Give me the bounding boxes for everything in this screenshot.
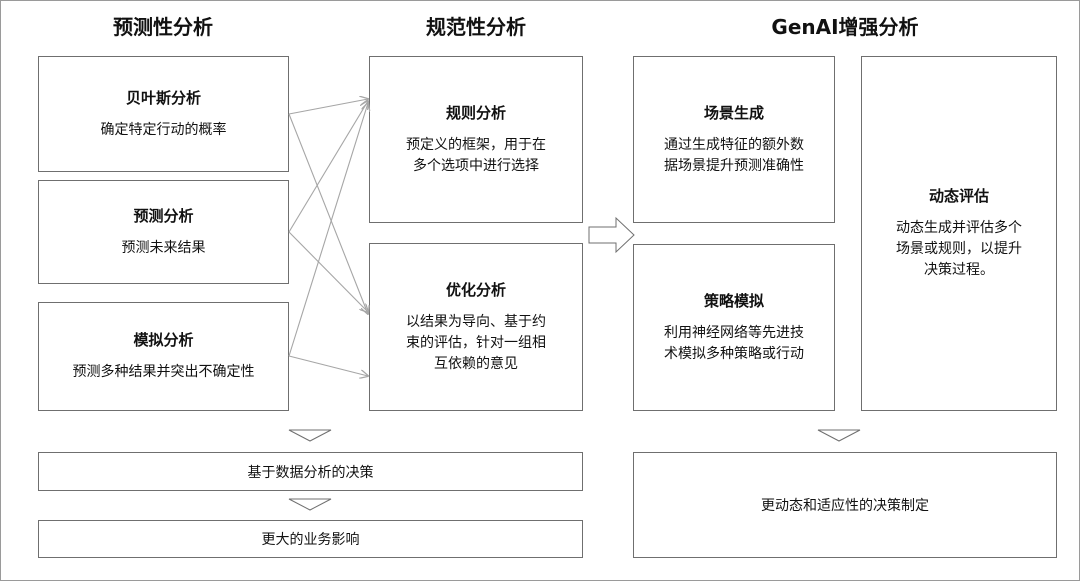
scenario-generation-box: 场景生成 通过生成特征的额外数 据场景提升预测准确性 [633,56,835,223]
dynamic-evaluation-desc-line: 动态生成并评估多个 [896,220,1022,236]
strategy-simulation-desc-line: 利用神经网络等先进技 [664,324,804,341]
bayesian-analysis-box: 贝叶斯分析 确定特定行动的概率 [38,56,289,172]
down-chevron-arrow [288,429,332,442]
predictive-heading: 预测性分析 [113,15,213,39]
genai-heading: GenAI增强分析 [771,15,919,39]
dynamic-evaluation-title: 动态评估 [928,187,989,205]
strategy-simulation-title: 策略模拟 [703,291,764,310]
scenario-generation-desc: 通过生成特征的额外数 据场景提升预测准确性 [664,135,804,177]
down-chevron-arrow [817,429,861,442]
forecast-analysis-title: 预测分析 [133,206,194,225]
rule-analysis-desc-line: 多个选项中进行选择 [413,157,539,174]
rule-analysis-desc: 预定义的框架，用于在 多个选项中进行选择 [406,135,546,177]
bayesian-analysis-title: 贝叶斯分析 [125,88,201,107]
optimization-analysis-box: 优化分析 以结果为导向、基于约 束的评估，针对一组相 互依赖的意见 [369,243,583,411]
connector-arrow [288,103,368,357]
down-chevron-arrow [288,498,332,511]
data-driven-decision-bar: 基于数据分析的决策 [38,452,583,491]
right-block-arrow [588,216,635,254]
forecast-analysis-box: 预测分析 预测未来结果 [38,180,289,284]
scenario-generation-desc-line: 通过生成特征的额外数 [664,136,804,153]
rule-analysis-title: 规则分析 [445,103,506,122]
connector-arrow [288,231,368,312]
simulation-analysis-title: 模拟分析 [133,331,194,349]
business-impact-bar: 更大的业务影响 [38,520,583,558]
rule-analysis-box: 规则分析 预定义的框架，用于在 多个选项中进行选择 [369,56,583,223]
scenario-generation-title: 场景生成 [703,103,764,122]
strategy-simulation-box: 策略模拟 利用神经网络等先进技 术模拟多种策略或行动 [633,244,835,411]
dynamic-evaluation-desc-line: 决策过程。 [924,262,994,278]
connector-arrow [288,99,368,115]
optimization-analysis-title: 优化分析 [445,280,506,299]
bayesian-analysis-desc: 确定特定行动的概率 [100,121,227,138]
connector-arrow [288,355,368,376]
strategy-simulation-desc-line: 术模拟多种策略或行动 [664,345,804,362]
connector-arrow [288,101,368,233]
dynamic-evaluation-desc: 动态生成并评估多个 场景或规则，以提升 决策过程。 [896,218,1022,281]
dynamic-evaluation-desc-line: 场景或规则，以提升 [896,241,1022,257]
adaptive-decision-bar: 更动态和适应性的决策制定 [633,452,1057,558]
rule-analysis-desc-line: 预定义的框架，用于在 [406,136,546,153]
optimization-analysis-desc: 以结果为导向、基于约 束的评估，针对一组相 互依赖的意见 [406,312,546,375]
optimization-analysis-desc-line: 以结果为导向、基于约 [406,313,546,330]
scenario-generation-desc-line: 据场景提升预测准确性 [664,157,804,174]
optimization-analysis-desc-line: 束的评估，针对一组相 [406,334,546,351]
prescriptive-heading: 规范性分析 [426,15,526,39]
simulation-analysis-desc: 预测多种结果并突出不确定性 [72,364,255,380]
simulation-analysis-box: 模拟分析 预测多种结果并突出不确定性 [38,302,289,411]
dynamic-evaluation-box: 动态评估 动态生成并评估多个 场景或规则，以提升 决策过程。 [861,56,1057,411]
forecast-analysis-desc: 预测未来结果 [121,239,206,256]
connector-arrow [288,113,368,314]
optimization-analysis-desc-line: 互依赖的意见 [434,355,518,372]
strategy-simulation-desc: 利用神经网络等先进技 术模拟多种策略或行动 [664,323,804,365]
